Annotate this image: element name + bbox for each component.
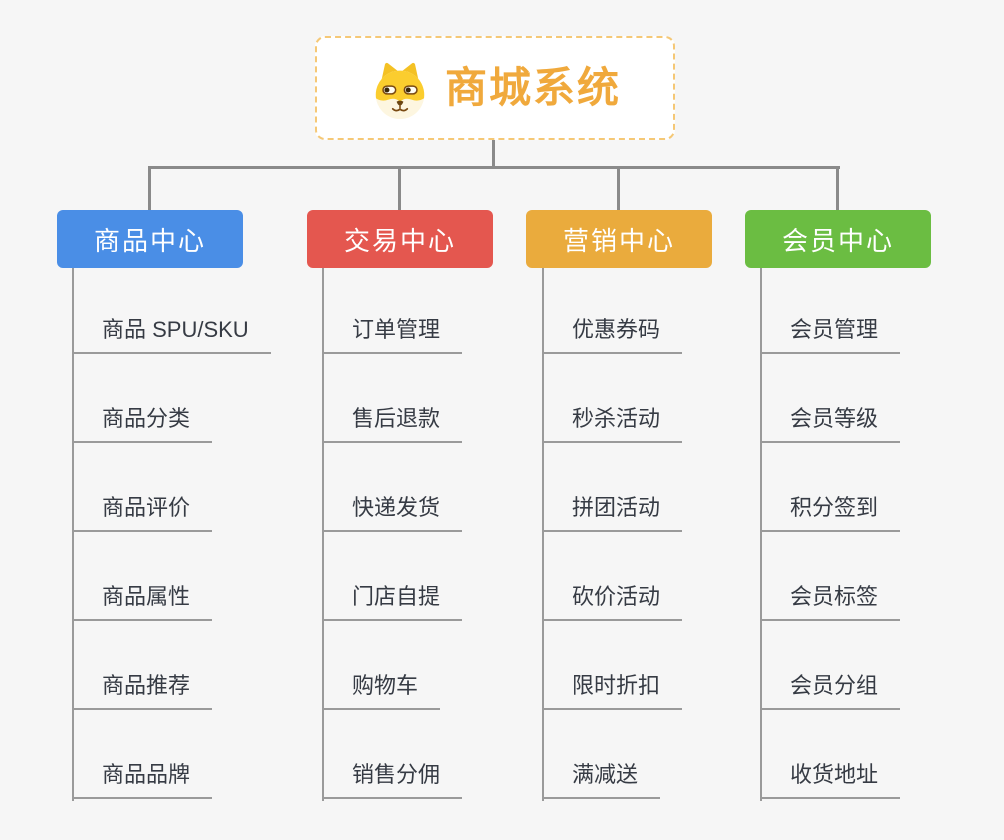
connector-drop-marketing <box>617 166 620 211</box>
leaf-item[interactable]: 商品属性 <box>72 583 213 621</box>
root-title: 商城系统 <box>444 64 621 111</box>
connector-rail <box>149 166 840 169</box>
leaf-item[interactable]: 会员标签 <box>760 583 901 621</box>
leaf-item[interactable]: 限时折扣 <box>542 672 683 710</box>
leaf-item[interactable]: 优惠券码 <box>542 316 683 354</box>
branch-node-product-center[interactable]: 商品中心 <box>57 210 243 268</box>
branch-spine <box>542 268 544 801</box>
connector-drop-trade <box>398 166 401 211</box>
leaf-item[interactable]: 积分签到 <box>760 494 901 532</box>
branch-spine <box>760 268 762 801</box>
leaf-item[interactable]: 商品评价 <box>72 494 213 532</box>
branch-node-marketing-center[interactable]: 营销中心 <box>526 210 712 268</box>
leaf-item[interactable]: 会员等级 <box>760 405 901 443</box>
branch-node-trade-center[interactable]: 交易中心 <box>307 210 493 268</box>
leaf-item[interactable]: 订单管理 <box>322 316 463 354</box>
leaf-item[interactable]: 快递发货 <box>322 494 463 532</box>
leaf-item[interactable]: 售后退款 <box>322 405 463 443</box>
connector-drop-member <box>836 166 839 211</box>
leaf-item[interactable]: 秒杀活动 <box>542 405 683 443</box>
connector-root-stub <box>492 140 495 168</box>
leaf-item[interactable]: 砍价活动 <box>542 583 683 621</box>
leaf-item[interactable]: 销售分佣 <box>322 761 463 799</box>
leaf-item[interactable]: 商品 SPU/SKU <box>72 316 271 354</box>
branch-spine <box>72 268 74 801</box>
leaf-item[interactable]: 门店自提 <box>322 583 463 621</box>
branch-spine <box>322 268 324 801</box>
leaf-item[interactable]: 会员管理 <box>760 316 901 354</box>
leaf-item[interactable]: 收货地址 <box>760 761 901 799</box>
leaf-item[interactable]: 商品分类 <box>72 405 213 443</box>
leaf-item[interactable]: 商品推荐 <box>72 672 213 710</box>
connector-drop-product <box>148 166 151 211</box>
leaf-item[interactable]: 会员分组 <box>760 672 901 710</box>
leaf-item[interactable]: 商品品牌 <box>72 761 213 799</box>
root-node-mall-system[interactable]: 商城系统 <box>315 36 675 140</box>
branch-node-member-center[interactable]: 会员中心 <box>745 210 931 268</box>
dog-face-icon <box>375 62 425 120</box>
leaf-item[interactable]: 满减送 <box>542 761 661 799</box>
leaf-item[interactable]: 购物车 <box>322 672 441 710</box>
leaf-item[interactable]: 拼团活动 <box>542 494 683 532</box>
